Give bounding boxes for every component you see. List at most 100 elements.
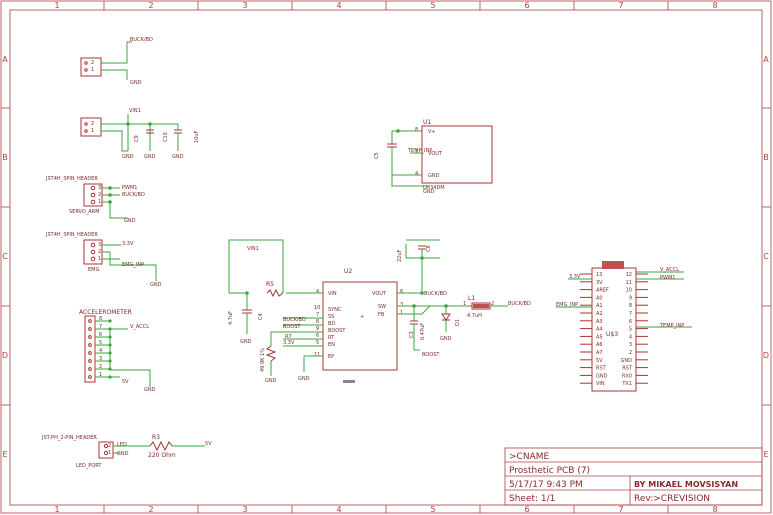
- pin-num: 1: [400, 310, 403, 316]
- pin-label: 1: [91, 67, 94, 73]
- schematic-graphic: [421, 125, 493, 184]
- row-label: D: [2, 351, 8, 360]
- mcu-pin-label: VIN: [596, 381, 605, 387]
- net-label: VIN1: [129, 108, 141, 114]
- mcu-pin-label: RST: [596, 366, 607, 372]
- row-label: A: [763, 55, 769, 64]
- temp-sensor: U1 LM34DM V+ VOUT GND 8 1 4 TEMP_INP C5 …: [374, 119, 493, 195]
- schematic-graphic: [101, 130, 128, 152]
- cap-value: 22uF: [397, 249, 403, 262]
- ic-pin: EN: [328, 342, 335, 348]
- accel-pin: [88, 335, 92, 339]
- net-label: V_ACCL: [130, 324, 149, 330]
- ic-pin: SS: [328, 314, 334, 320]
- inductor-ref: L1: [468, 295, 475, 302]
- net-label: GND: [440, 336, 452, 342]
- net-label: BUCK/BD: [130, 37, 153, 43]
- schematic-graphic: [98, 441, 114, 459]
- mcu-pin-label: A6: [596, 342, 603, 348]
- row-label: C: [2, 252, 8, 261]
- diode-ref: D1: [455, 319, 461, 326]
- led-header: JST-PH_2-PIN_HEADER 2 1 LED_PORT LED GND…: [41, 434, 212, 469]
- ic-pin: FB: [378, 312, 385, 318]
- header-part: JST4H_3PIN_HEADER: [45, 232, 98, 238]
- pin-label: 2: [98, 249, 101, 255]
- mcu-pin-label: 3: [629, 342, 632, 348]
- net-label: TEMP_INP: [407, 148, 432, 154]
- net-label: BUCK/BD: [508, 301, 531, 307]
- col-label: 3: [242, 505, 247, 514]
- net-label: BUCK/BD: [424, 291, 447, 297]
- schematic-graphic: [84, 129, 88, 133]
- net-label: GND: [265, 378, 277, 384]
- vin-connector: 2 1 VIN1 GND GND GND C9 C10 10uF: [80, 108, 200, 160]
- schematic-graphic: [228, 239, 284, 293]
- pin-label: 5: [99, 340, 102, 346]
- mcu-pin-label: 13: [596, 272, 602, 278]
- mcu-pin-label: A0: [596, 295, 603, 301]
- cap-ref: C9: [134, 135, 140, 142]
- col-label: 2: [148, 505, 153, 514]
- pin-label: 1: [108, 450, 111, 456]
- buck-connector: 2 1 BUCK/BD GND: [80, 37, 153, 86]
- ic-pin: VOUT: [428, 151, 443, 157]
- mcu-pin-label: TX1: [621, 381, 632, 387]
- title-sheet: Sheet: 1/1: [509, 494, 555, 504]
- mcu-pin-label: RX0: [622, 373, 632, 379]
- schematic-graphic: [343, 380, 355, 383]
- schematic-graphic: [148, 122, 152, 126]
- ic-pin: SW: [378, 304, 386, 310]
- title-block: >CNAME Prosthetic PCB (7) 5/17/17 9:43 P…: [504, 447, 763, 506]
- pin-label: 7: [99, 324, 102, 330]
- net-label: BUCK/BD: [283, 317, 306, 323]
- schematic-graphic: [90, 192, 96, 198]
- cap-ref: C10: [163, 132, 169, 142]
- cap-value: 10uF: [194, 130, 200, 143]
- emg-header: JST4H_3PIN_HEADER 3 2 1 EMG 3.3V EMG_INP…: [45, 232, 162, 288]
- mcu-pin-label: 10: [626, 288, 632, 294]
- pin-label: 6: [99, 332, 102, 338]
- ic-pin: BD: [328, 321, 335, 327]
- net-label: VIN1: [247, 246, 259, 252]
- pin-label: 1: [98, 199, 101, 205]
- accel-pin: [88, 351, 92, 355]
- pin-num: 10: [314, 305, 320, 311]
- mcu-pin-label: A5: [596, 334, 603, 340]
- schematic-graphic: [108, 186, 112, 190]
- schematic-graphic: [391, 174, 428, 187]
- schematic-graphic: [504, 447, 763, 506]
- net-label: GND: [144, 387, 156, 393]
- ic-ref: U$3: [606, 331, 618, 338]
- mcu-pin-label: 8: [629, 303, 632, 309]
- pin-num: 7: [316, 312, 319, 318]
- net-label: GND: [240, 339, 252, 345]
- net-label: 5V: [122, 379, 129, 385]
- net-label: BUCK/BD: [122, 192, 145, 198]
- col-label: 6: [524, 505, 529, 514]
- col-label: 8: [712, 505, 717, 514]
- schematic-graphic: [397, 305, 431, 315]
- mcu-pin-label: AREF: [596, 288, 609, 294]
- col-label: 4: [336, 1, 341, 10]
- pin-num: 1: [463, 301, 466, 307]
- row-label: C: [763, 252, 769, 261]
- buck-regulator: U2 VIN SYNC SS BD BOOST RT EN EP 4 10 7 …: [228, 239, 531, 384]
- pin-num: 3: [400, 302, 403, 308]
- schematic-graphic: [396, 129, 400, 133]
- row-label: E: [2, 450, 7, 459]
- col-label: 7: [618, 505, 623, 514]
- pin-num: 6: [400, 289, 403, 295]
- mcu-pin-label: A3: [596, 319, 603, 325]
- schematic-graphic: [149, 440, 173, 452]
- schematic-graphic: [101, 69, 128, 80]
- pin-label: 4: [99, 348, 102, 354]
- pin-num: 6: [316, 333, 319, 339]
- resistor-value: 49.9K 1%: [260, 348, 266, 372]
- net-label: GND: [122, 154, 134, 160]
- mcu-pin-label: 7: [629, 311, 632, 317]
- schematic-graphic: [90, 199, 96, 205]
- net-label: 3.3V: [569, 274, 581, 280]
- schematic-graphic: [322, 281, 398, 371]
- pin-label: 2: [108, 443, 111, 449]
